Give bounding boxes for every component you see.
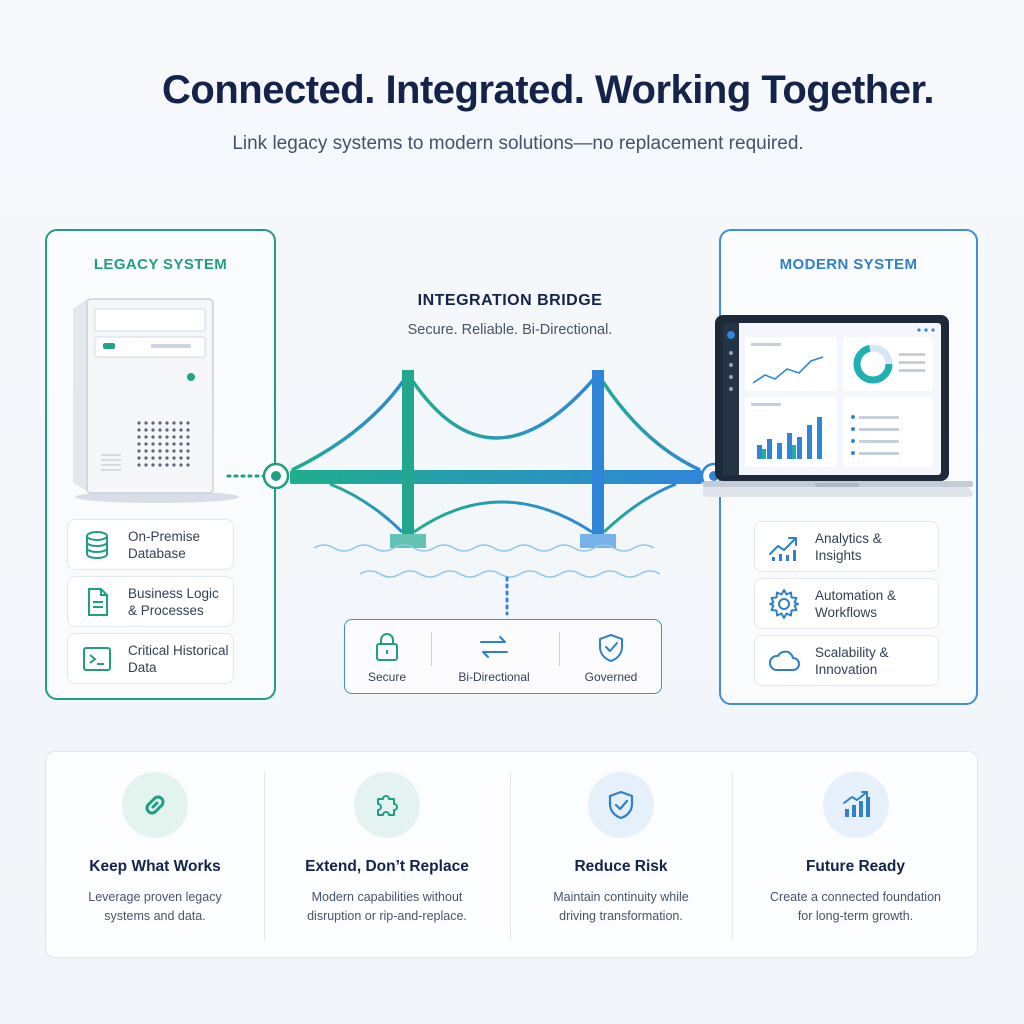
puzzle-icon <box>377 795 398 816</box>
benefit-card-future-ready: Future Ready Create a connected foundati… <box>732 752 979 957</box>
modern-item-analytics: Analytics & Insights <box>754 521 939 572</box>
legacy-system-title: LEGACY SYSTEM <box>93 256 228 273</box>
server-tower-icon <box>73 298 239 503</box>
benefit-icon-circle <box>122 772 188 838</box>
property-label: Secure <box>367 670 407 684</box>
modern-item-label: Scalability & Innovation <box>815 644 889 677</box>
benefit-description: Create a connected foundation for long-t… <box>770 890 941 923</box>
lock-icon <box>376 633 398 661</box>
modern-item-scalability: Scalability & Innovation <box>754 635 939 686</box>
laptop-dashboard-icon <box>703 315 973 497</box>
bridge-cables <box>291 372 701 472</box>
legacy-item-label: Critical Historical Data <box>128 642 229 675</box>
benefit-description: Leverage proven legacy systems and data. <box>88 890 222 923</box>
legacy-system-panel: LEGACY SYSTEM On-Premise Database <box>45 229 276 700</box>
bar-chart-icon <box>842 791 870 817</box>
page-title: Connected. Integrated. Working Together. <box>162 68 934 112</box>
benefit-divider <box>264 772 265 940</box>
modern-item-label: Automation & Workflows <box>815 587 897 620</box>
bridge-title: INTEGRATION BRIDGE <box>417 292 603 309</box>
cloud-icon <box>768 650 800 671</box>
bridge-tower-right <box>580 370 616 548</box>
vent-grille <box>137 421 190 467</box>
legacy-item-label: Business Logic & Processes <box>128 585 219 618</box>
shield-check-icon <box>608 790 634 820</box>
property-label: Governed <box>584 670 638 684</box>
benefit-description: Maintain continuity while driving transf… <box>553 890 689 923</box>
benefit-title: Future Ready <box>805 858 906 875</box>
bridge-hangers <box>309 392 681 472</box>
benefit-description: Modern capabilities without disruption o… <box>307 890 467 923</box>
legacy-item-historical-data: Critical Historical Data <box>67 633 234 684</box>
benefit-divider <box>510 772 511 940</box>
benefit-icon-circle <box>822 772 889 838</box>
benefit-card-reduce-risk: Reduce Risk Maintain continuity while dr… <box>510 752 732 957</box>
bridge-tower-left <box>390 370 426 548</box>
gear-icon <box>769 588 799 619</box>
benefit-icon-circle <box>588 772 654 838</box>
bridge-properties-box: Secure Bi-Directional Governed <box>344 619 662 694</box>
legacy-item-business-logic: Business Logic & Processes <box>67 576 234 627</box>
legacy-item-label: On-Premise Database <box>128 528 201 561</box>
benefit-card-extend: Extend, Don’t Replace Modern capabilitie… <box>264 752 510 957</box>
benefit-title: Reduce Risk <box>574 858 668 875</box>
benefit-divider <box>732 772 733 940</box>
database-icon <box>86 530 108 559</box>
benefit-card-keep-what-works: Keep What Works Leverage proven legacy s… <box>46 752 264 957</box>
modern-system-title: MODERN SYSTEM <box>779 256 918 273</box>
modern-item-label: Analytics & Insights <box>815 530 882 563</box>
water-waves <box>313 544 661 578</box>
legacy-item-database: On-Premise Database <box>67 519 234 570</box>
document-icon <box>88 587 108 616</box>
legacy-connector-node <box>262 462 290 490</box>
benefit-icon-circle <box>354 772 420 838</box>
property-label: Bi-Directional <box>458 670 530 684</box>
property-bi-directional: Bi-Directional <box>431 620 557 693</box>
modern-system-panel: MODERN SYSTEM Analytics & Insights <box>703 229 978 705</box>
bridge-arches <box>329 482 677 534</box>
bridge-deck <box>290 470 702 484</box>
modern-item-automation: Automation & Workflows <box>754 578 939 629</box>
property-divider <box>431 632 432 666</box>
property-divider <box>559 632 560 666</box>
arrows-icon <box>480 636 508 658</box>
benefit-title: Extend, Don’t Replace <box>305 858 469 875</box>
shield-check-icon <box>599 634 623 662</box>
integration-bridge-illustration <box>226 370 720 616</box>
page-subtitle: Link legacy systems to modern solutions—… <box>232 133 804 154</box>
terminal-icon <box>83 646 111 671</box>
trend-chart-icon <box>769 536 797 561</box>
bridge-subtitle: Secure. Reliable. Bi-Directional. <box>407 322 613 338</box>
link-icon <box>145 795 165 815</box>
benefits-section: Keep What Works Leverage proven legacy s… <box>45 751 978 958</box>
benefit-title: Keep What Works <box>89 858 221 875</box>
property-governed: Governed <box>559 620 663 693</box>
property-secure: Secure <box>345 620 429 693</box>
